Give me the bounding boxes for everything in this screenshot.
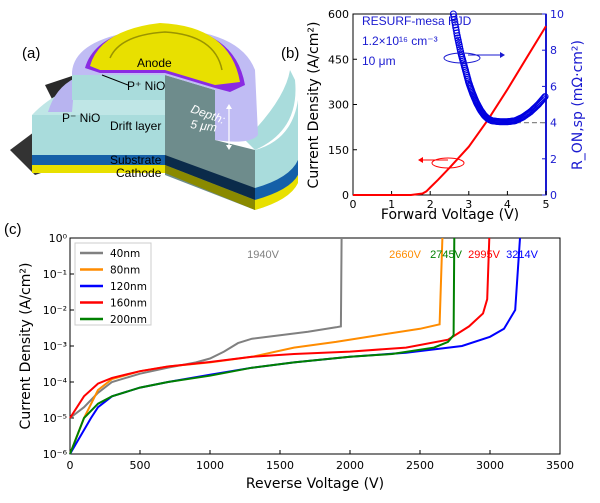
chart-c-ytick-label: 10⁻⁴ <box>43 376 68 389</box>
chart-b-y2label: R_ON,sp (mΩ·cm²) <box>570 40 586 170</box>
chart-b-y2tick-label: 2 <box>550 153 557 166</box>
chart-c-xlabel: Reverse Voltage (V) <box>246 476 384 492</box>
chart-b-ron-marker <box>453 29 461 37</box>
chart-b-ytick-label: 450 <box>328 53 349 66</box>
p-plus-nio-label: P⁺ NiO <box>127 79 165 93</box>
cathode-left <box>32 165 165 173</box>
chart-c-breakdown-label: 2660V <box>389 249 421 261</box>
chart-b-ron-marker <box>541 93 549 101</box>
chart-b-current-indicator-arrowhead <box>418 157 423 163</box>
chart-c-xtick-label: 3500 <box>546 459 574 472</box>
chart-b-xtick-label: 4 <box>504 198 511 211</box>
chart-c-ytick-label: 10⁻² <box>43 304 67 317</box>
chart-b-ron-indicator-ellipse <box>443 52 481 64</box>
chart-c-ytick-label: 10⁻⁶ <box>43 448 68 461</box>
chart-b-y2tick-label: 0 <box>550 189 557 202</box>
chart-c-xtick-label: 1500 <box>266 459 294 472</box>
anode-groove <box>109 31 223 71</box>
chart-b-annotation-2: 1.2×10¹⁶ cm⁻³ <box>362 34 438 48</box>
depth-arrow-head <box>226 104 232 109</box>
chart-b-ytick-label: 300 <box>328 99 349 112</box>
panel-label-a: (a) <box>22 45 40 62</box>
chart-b-ytick-label: 600 <box>328 8 349 21</box>
chart-b-ylabel: Current Density (A/cm²) <box>306 22 322 189</box>
chart-c-legend-box <box>74 242 152 326</box>
chart-b-xtick-label: 0 <box>350 198 357 211</box>
depth-label-2: 5 μm <box>190 117 218 135</box>
p-minus-nio-label: P⁻ NiO <box>62 111 100 125</box>
chart-b-ron-marker <box>539 95 547 103</box>
substrate-label: Substrate <box>110 153 162 167</box>
chart-c-breakdown-label: 2995V <box>468 249 500 261</box>
chart-b-y2tick-label: 6 <box>550 80 557 93</box>
panel-label-b: (b) <box>281 45 299 62</box>
chart-c-series-line <box>69 237 456 455</box>
chart-c-xtick-label: 0 <box>67 459 74 472</box>
chart-c-ytick-label: 10⁻³ <box>43 340 67 353</box>
substrate-cut <box>165 155 255 200</box>
chart-c: 0 500 1000 1500 2000 2500 3000 3500 10⁻⁶ 10⁻⁵ 10⁻⁴… <box>43 232 574 472</box>
p-minus-nio-left <box>48 78 75 112</box>
chart-b-xtick-label: 5 <box>543 198 550 211</box>
chart-c-ylabel: Current Density (A/cm²) <box>18 263 34 430</box>
leader-line <box>101 74 129 86</box>
panel-label-c: (c) <box>4 221 22 238</box>
chart-c-xtick-label: 500 <box>130 459 151 472</box>
chart-b-ron-indicator-arrowhead <box>500 52 505 58</box>
drift-layer-label: Drift layer <box>110 119 161 133</box>
chart-c-xtick-label: 2000 <box>336 459 364 472</box>
chart-c-ytick-label: 10⁻¹ <box>43 268 67 281</box>
chart-b-xtick-label: 2 <box>427 198 434 211</box>
chart-c-xtick-label: 2500 <box>406 459 434 472</box>
chart-c-breakdown-label: 1940V <box>247 249 279 261</box>
cathode-cut <box>165 165 255 210</box>
chart-c-breakdown-label: 3214V <box>506 249 538 261</box>
chart-c-legend-label: 40nm <box>110 248 140 260</box>
cathode-label: Cathode <box>116 166 162 180</box>
chart-b-current-line <box>353 25 547 196</box>
chart-c-xtick-label: 1000 <box>196 459 224 472</box>
chart-b-ytick-label: 0 <box>342 189 349 202</box>
chart-b-ron-marker <box>540 94 548 102</box>
anode <box>90 23 240 85</box>
chart-c-legend: 40nm 80nm 120nm 160nm 200nm <box>74 242 152 326</box>
chart-c-series-line <box>69 237 343 419</box>
chart-b-xlabel: Forward Voltage (V) <box>381 207 519 223</box>
anode-label: Anode <box>137 56 172 70</box>
mesa-drift <box>72 75 165 100</box>
chart-c-ytick-label: 10⁰ <box>49 232 68 245</box>
chart-c-xtick-label: 3000 <box>476 459 504 472</box>
device-diagram <box>10 23 298 210</box>
substrate-left <box>32 155 165 165</box>
chart-c-legend-label: 80nm <box>110 265 140 277</box>
chart-c-legend-label: 200nm <box>110 314 147 326</box>
depth-arrow-head <box>226 145 232 150</box>
drift-layer-left <box>32 115 165 160</box>
chart-b-annotation-1: RESURF-mesa HJD <box>362 14 472 28</box>
chart-c-legend-label: 120nm <box>110 281 147 293</box>
chart-b-y2tick-label: 10 <box>550 8 564 21</box>
cathode-right <box>255 175 298 210</box>
chart-b-ytick-label: 150 <box>328 144 349 157</box>
chart-c-legend-label: 160nm <box>110 298 147 310</box>
chart-b-annotation-3: 10 μm <box>362 54 396 68</box>
chart-c-series-line <box>69 237 491 419</box>
chart-b-y2tick-label: 8 <box>550 44 557 57</box>
chart-c-breakdown-label: 2745V <box>430 249 462 261</box>
chart-b-xtick-label: 1 <box>388 198 395 211</box>
chart-b-xtick-label: 3 <box>465 198 472 211</box>
chart-b-y2tick-label: 4 <box>550 117 557 130</box>
substrate-right <box>255 160 298 200</box>
chart-b-current-indicator-ellipse <box>431 157 465 169</box>
chart-c-ytick-label: 10⁻⁵ <box>43 412 67 425</box>
